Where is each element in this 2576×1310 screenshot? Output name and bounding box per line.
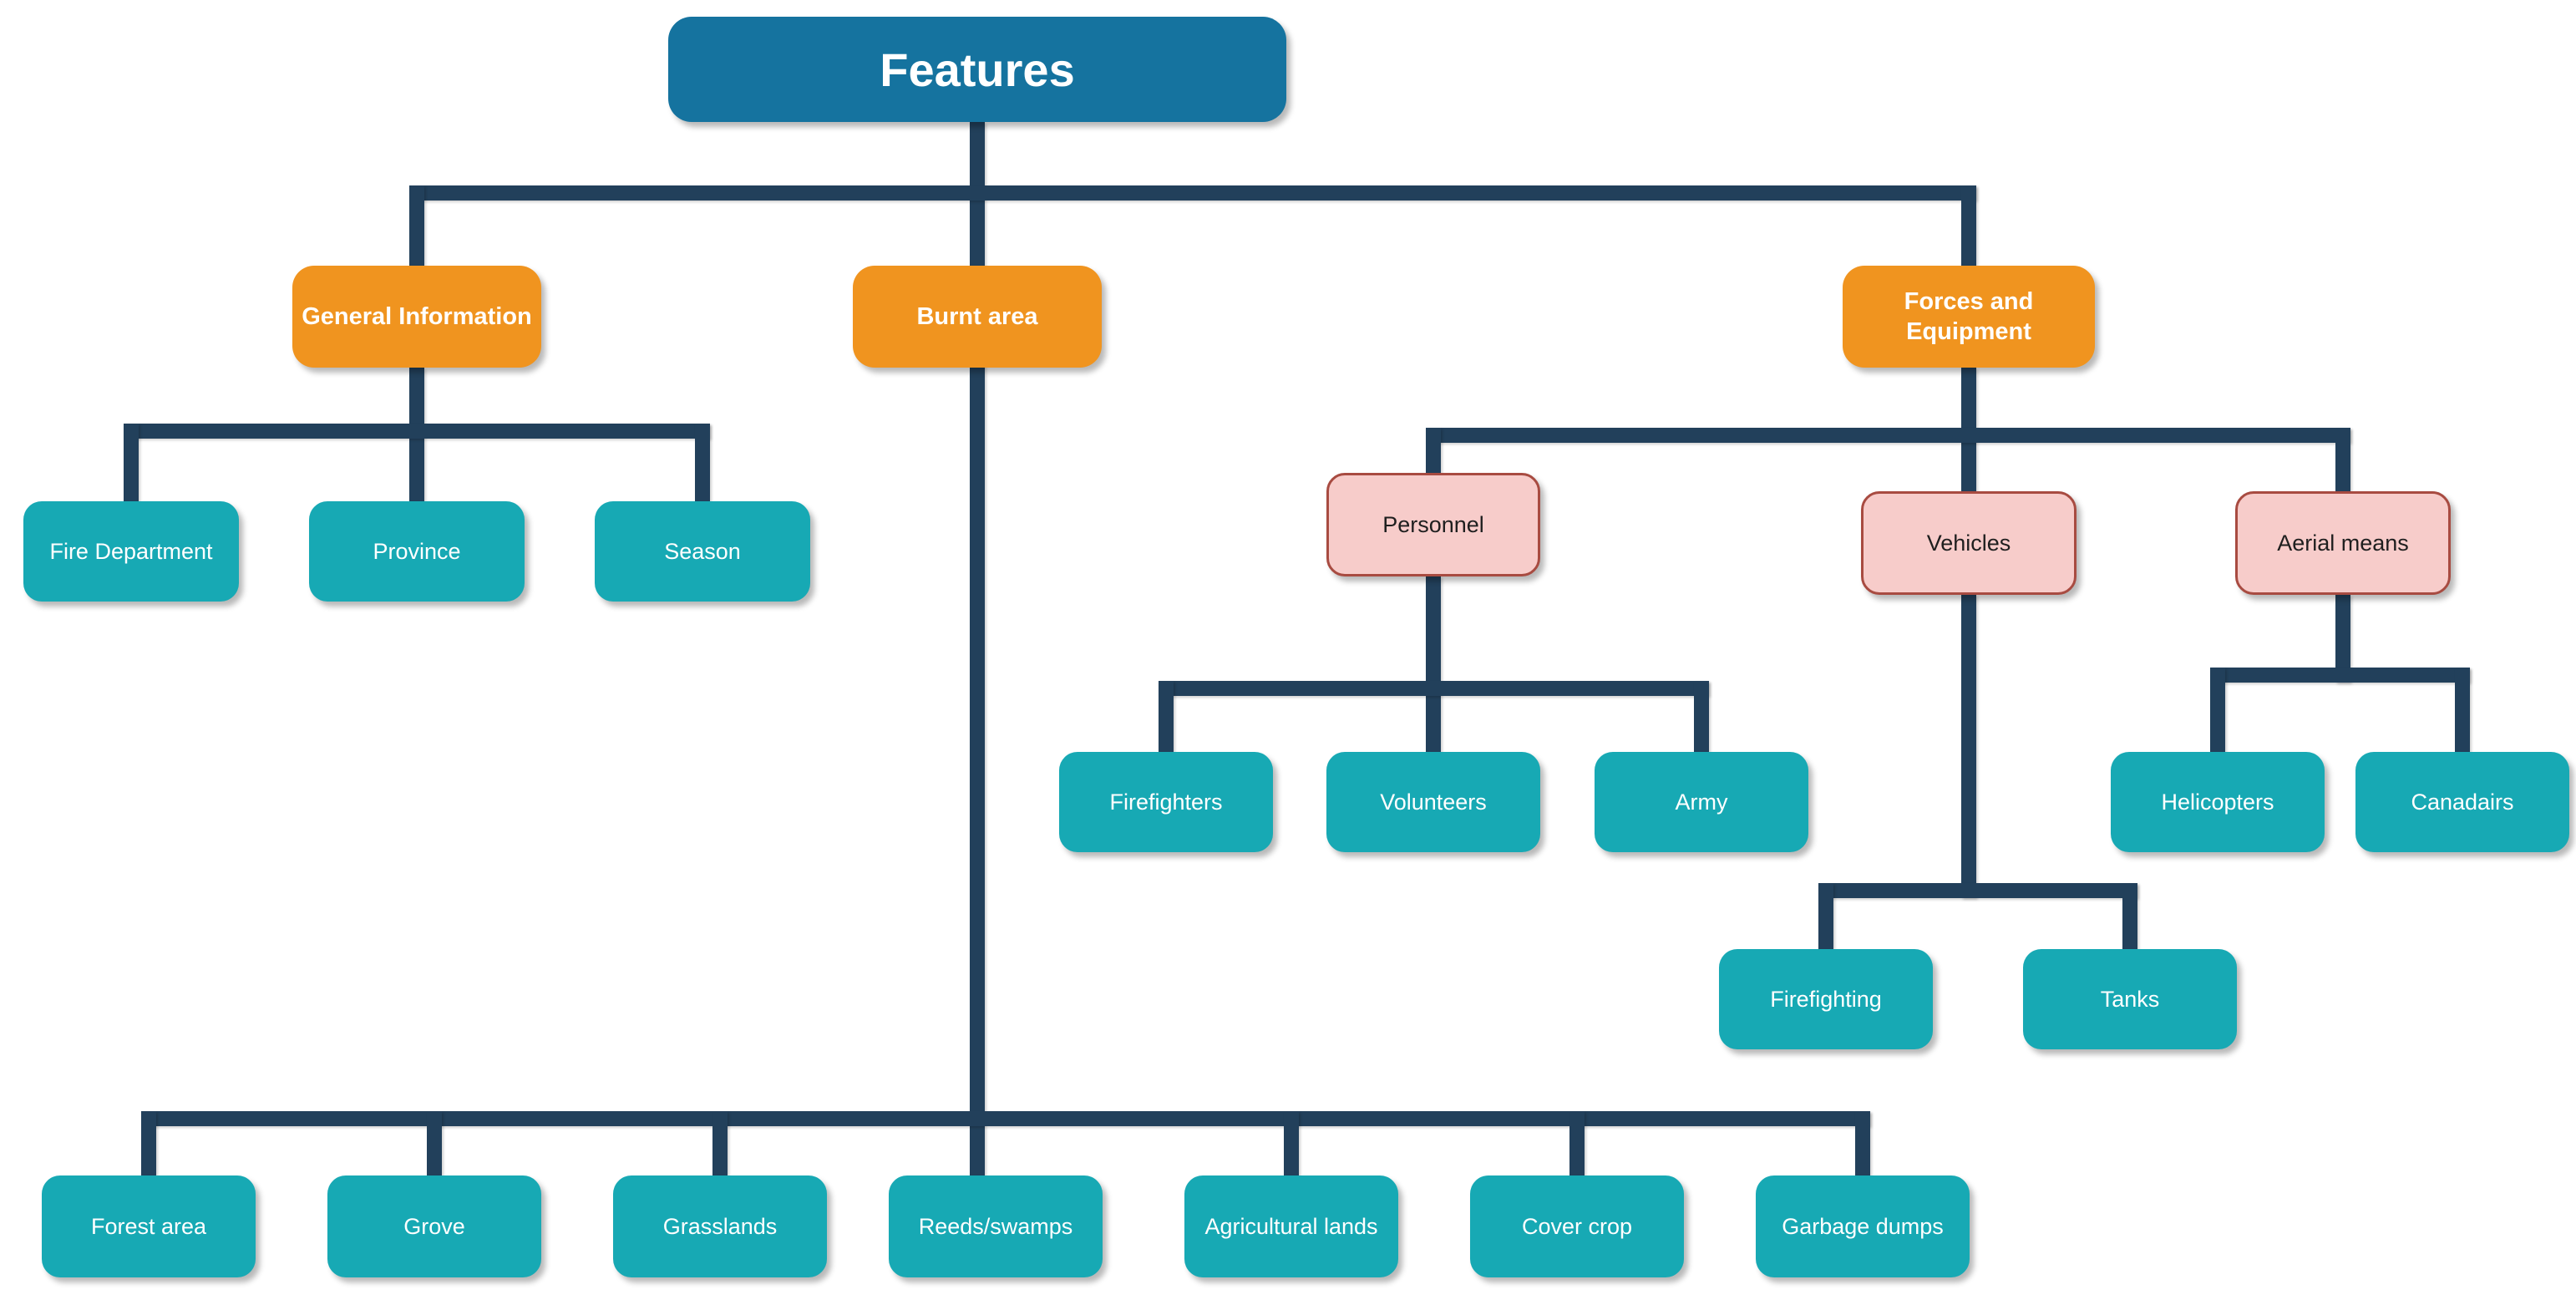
node-general-information[interactable]: General Information	[292, 266, 541, 368]
connector-segment	[1961, 185, 1976, 266]
node-label: Helicopters	[2161, 789, 2274, 815]
connector-segment	[1284, 1111, 1299, 1175]
connector-segment	[1694, 681, 1709, 752]
connector-segment	[427, 1111, 442, 1175]
node-canadairs[interactable]: Canadairs	[2355, 752, 2569, 852]
connector-segment	[1961, 595, 1976, 898]
node-label: Aerial means	[2277, 530, 2409, 556]
node-label: Canadairs	[2411, 789, 2514, 815]
connector-segment	[1426, 428, 2350, 443]
connector-segment	[1818, 883, 1833, 949]
node-vehicles[interactable]: Vehicles	[1861, 491, 2077, 595]
node-label: Firefighting	[1770, 986, 1882, 1012]
node-label: Fire Department	[49, 538, 213, 564]
node-label: Forces and Equipment	[1904, 287, 2034, 345]
node-label: Province	[373, 538, 461, 564]
connector-segment	[141, 1111, 156, 1175]
node-label: Garbage dumps	[1782, 1213, 1944, 1239]
connector-segment	[2335, 595, 2350, 683]
connector-segment	[1855, 1111, 1870, 1175]
connector-segment	[409, 185, 1976, 201]
node-features[interactable]: Features	[668, 17, 1286, 122]
node-army[interactable]: Army	[1595, 752, 1808, 852]
node-label: Tanks	[2100, 986, 2160, 1012]
node-cover-crop[interactable]: Cover crop	[1470, 1175, 1684, 1277]
node-label: Army	[1675, 789, 1728, 815]
node-province[interactable]: Province	[309, 501, 525, 602]
connector-segment	[970, 122, 985, 1175]
connector-segment	[1818, 883, 2137, 898]
node-grasslands[interactable]: Grasslands	[613, 1175, 827, 1277]
node-label: Features	[880, 43, 1075, 96]
node-firefighters[interactable]: Firefighters	[1059, 752, 1273, 852]
node-forces-and-equipment[interactable]: Forces and Equipment	[1843, 266, 2095, 368]
node-label: Grove	[403, 1213, 465, 1239]
connector-segment	[2122, 883, 2137, 949]
connector-segment	[409, 185, 424, 266]
connector-segment	[2210, 668, 2225, 752]
connector-segment	[2455, 668, 2470, 752]
node-label: Cover crop	[1521, 1213, 1633, 1239]
node-label: Grasslands	[662, 1213, 778, 1239]
node-aerial-means[interactable]: Aerial means	[2235, 491, 2451, 595]
node-label: Season	[664, 538, 741, 564]
node-garbage-dumps[interactable]: Garbage dumps	[1756, 1175, 1970, 1277]
node-label: Burnt area	[916, 302, 1038, 330]
connector-segment	[1426, 428, 1441, 473]
connector-segment	[1159, 681, 1174, 752]
connector-segment	[712, 1111, 728, 1175]
node-season[interactable]: Season	[595, 501, 810, 602]
connector-segment	[124, 424, 710, 439]
node-label: Vehicles	[1926, 530, 2011, 556]
node-helicopters[interactable]: Helicopters	[2111, 752, 2325, 852]
connector-segment	[1569, 1111, 1585, 1175]
node-label: Personnel	[1382, 511, 1484, 537]
node-tanks[interactable]: Tanks	[2023, 949, 2237, 1049]
connector-segment	[695, 424, 710, 501]
node-label: Agricultural lands	[1204, 1213, 1378, 1239]
node-label: General Information	[302, 302, 532, 330]
node-agricultural-lands[interactable]: Agricultural lands	[1184, 1175, 1398, 1277]
connector-segment	[2210, 668, 2470, 683]
connector-segment	[2335, 428, 2350, 491]
node-firefighting[interactable]: Firefighting	[1719, 949, 1933, 1049]
node-reeds-swamps[interactable]: Reeds/swamps	[889, 1175, 1103, 1277]
node-fire-department[interactable]: Fire Department	[23, 501, 239, 602]
connector-segment	[141, 1111, 1870, 1126]
connector-segment	[124, 424, 139, 501]
node-forest-area[interactable]: Forest area	[42, 1175, 256, 1277]
connector-segment	[1159, 681, 1709, 696]
node-grove[interactable]: Grove	[327, 1175, 541, 1277]
node-burnt-area[interactable]: Burnt area	[853, 266, 1102, 368]
node-label: Volunteers	[1380, 789, 1487, 815]
node-personnel[interactable]: Personnel	[1326, 473, 1540, 576]
node-volunteers[interactable]: Volunteers	[1326, 752, 1540, 852]
connector-segment	[1426, 576, 1441, 752]
node-label: Reeds/swamps	[918, 1213, 1073, 1239]
node-label: Firefighters	[1109, 789, 1223, 815]
node-label: Forest area	[90, 1213, 207, 1239]
